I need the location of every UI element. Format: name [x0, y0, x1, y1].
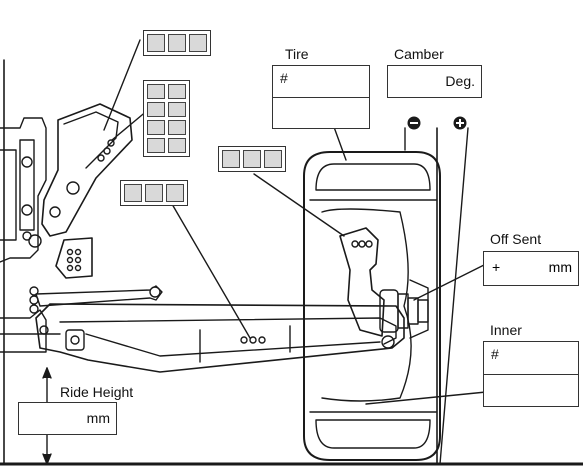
tire-box: #: [272, 65, 370, 129]
ride-height-unit[interactable]: mm: [86, 410, 110, 426]
plus-circle-icon: [453, 116, 467, 130]
inner-blank-field[interactable]: [484, 374, 578, 406]
cells-mid: [218, 146, 286, 172]
cells-top: [143, 30, 211, 56]
off-sent-label: Off Sent: [490, 231, 542, 247]
ride-height-box: mm: [18, 402, 117, 435]
camber-box: Deg.: [387, 65, 482, 98]
cells-block: [143, 80, 190, 157]
inner-label: Inner: [490, 322, 522, 338]
inner-box: #: [483, 341, 579, 407]
tire-label: Tire: [285, 46, 309, 62]
tire-blank-field[interactable]: [273, 97, 369, 128]
tire-value[interactable]: #: [273, 66, 369, 98]
minus-circle-icon: [407, 116, 421, 130]
off-sent-box: + mm: [483, 251, 579, 286]
ride-height-label: Ride Height: [60, 384, 134, 400]
camber-value[interactable]: Deg.: [445, 73, 475, 89]
inner-value[interactable]: #: [484, 342, 578, 375]
camber-label: Camber: [394, 46, 444, 62]
cells-arm: [120, 180, 188, 206]
off-sent-plus: +: [492, 259, 501, 275]
off-sent-unit[interactable]: mm: [548, 259, 572, 275]
